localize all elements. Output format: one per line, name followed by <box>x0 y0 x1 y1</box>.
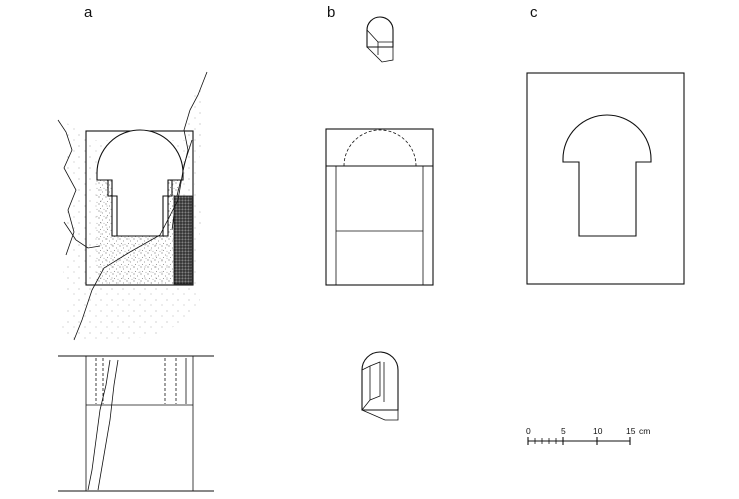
panel-label-a: a <box>84 4 93 21</box>
scale-tick-15: 15 <box>626 426 636 436</box>
panel-b-small-top <box>366 16 394 63</box>
panel-a-section <box>58 355 214 492</box>
panel-b-small-bottom <box>361 351 399 421</box>
scale-tick-5: 5 <box>561 426 566 436</box>
scale-bar: 0 5 10 15 cm <box>526 426 650 445</box>
scale-unit: cm <box>639 426 650 436</box>
scale-tick-0: 0 <box>526 426 531 436</box>
panel-a-elevation <box>57 71 208 343</box>
panel-c-template <box>526 72 685 285</box>
panel-b-elevation <box>325 128 434 286</box>
panel-label-b: b <box>327 4 335 21</box>
scale-tick-10: 10 <box>593 426 603 436</box>
panel-label-c: c <box>530 4 538 21</box>
